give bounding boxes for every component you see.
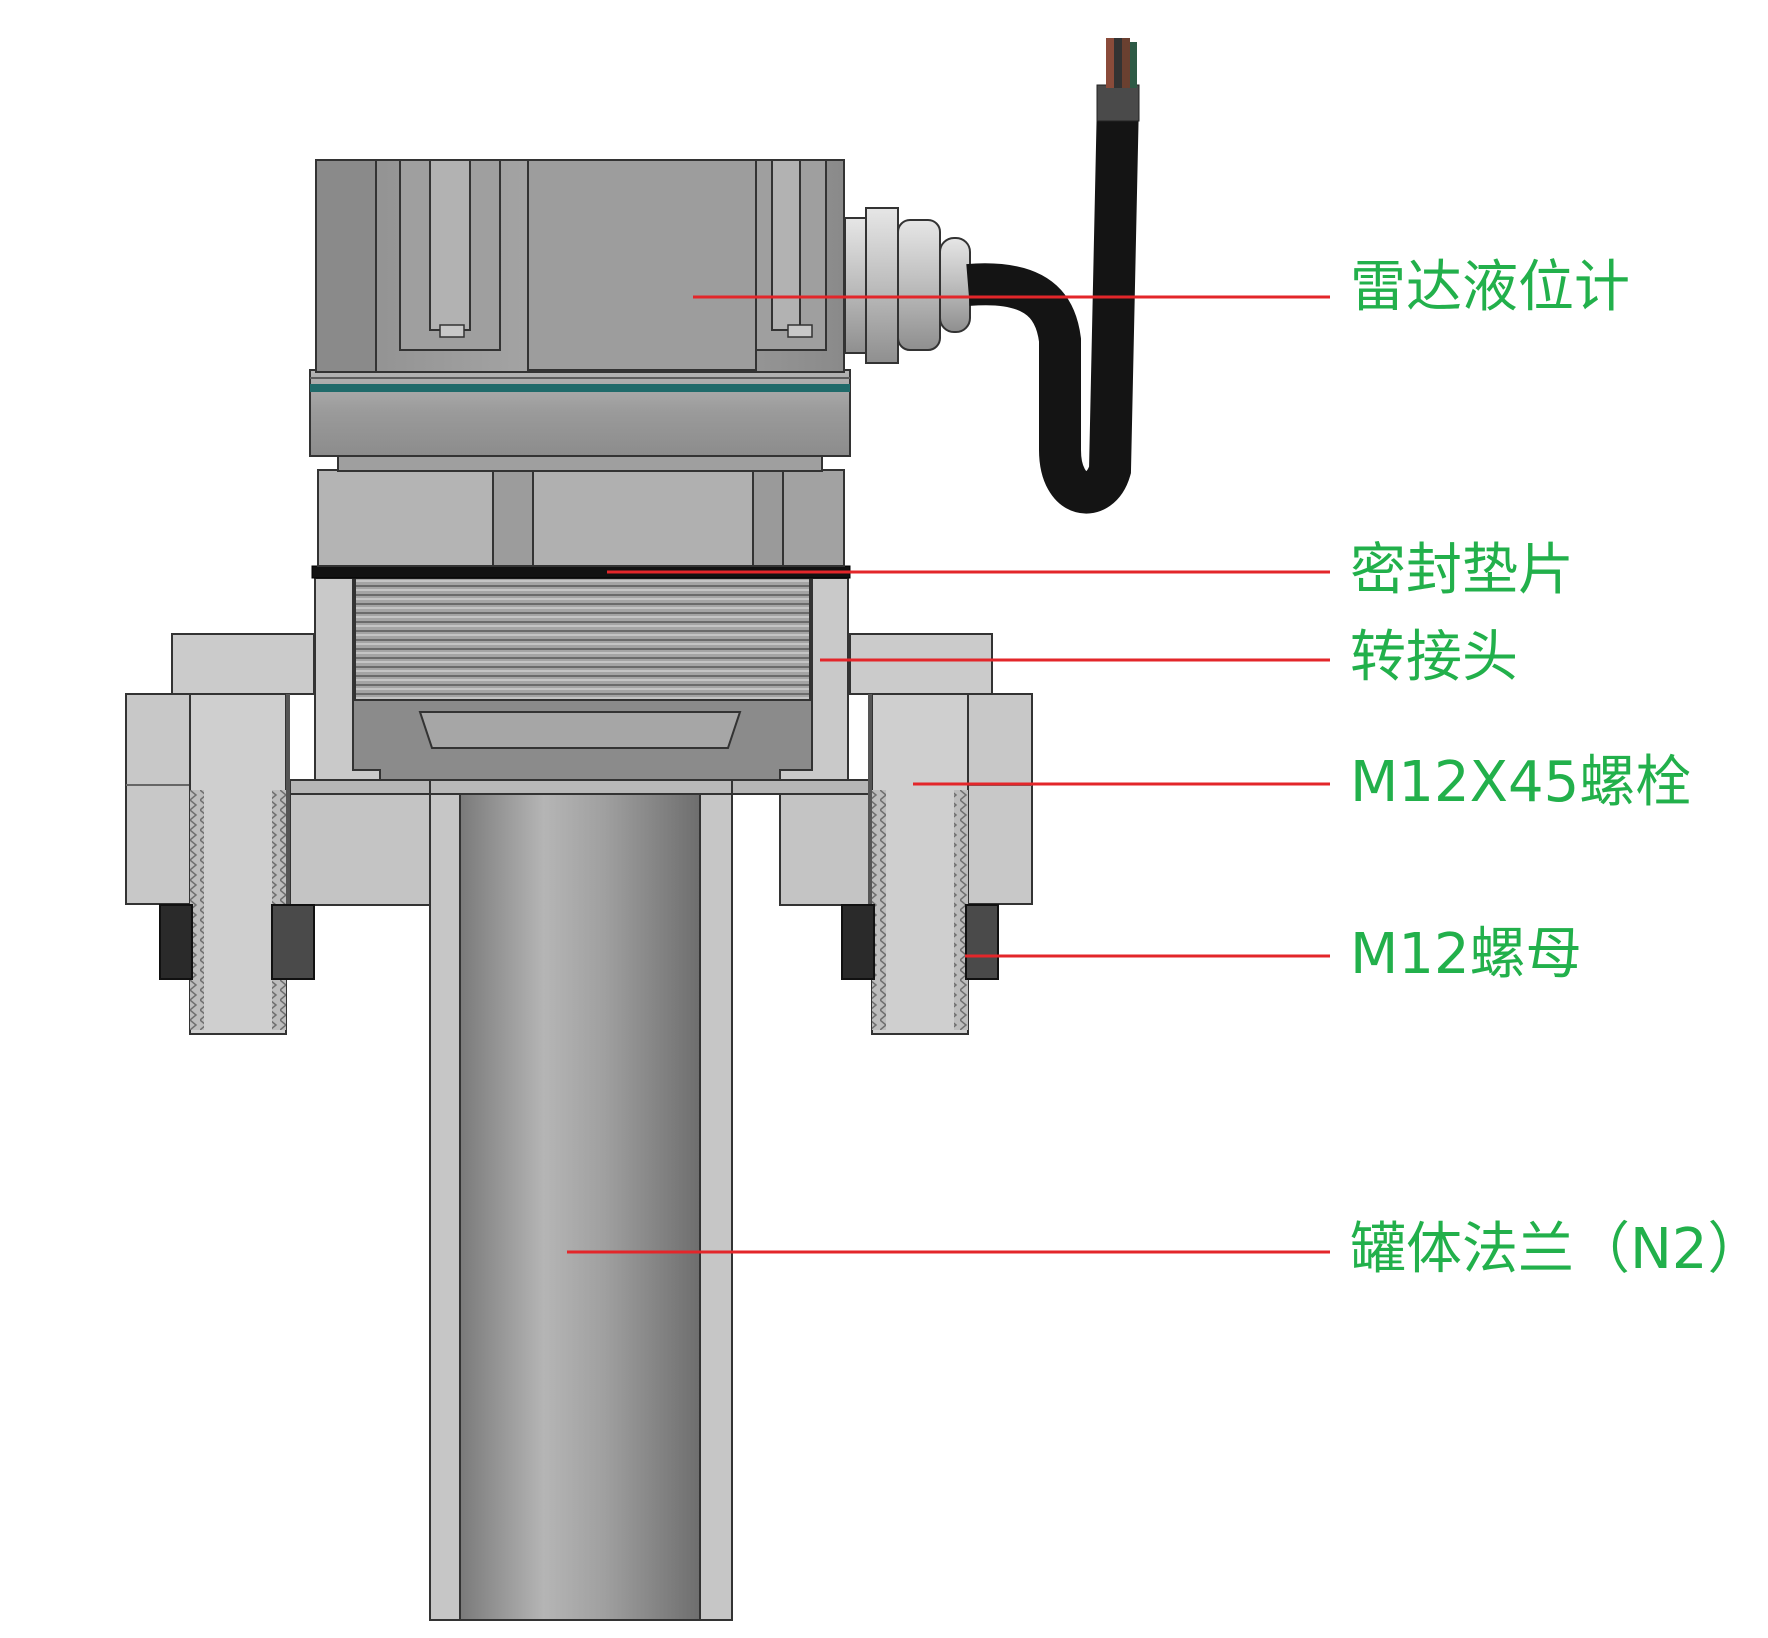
label-radar-level-gauge: 雷达液位计: [1350, 255, 1630, 320]
cable-gland: [844, 207, 971, 364]
radar-gauge-housing: [315, 159, 845, 373]
gauge-hex-nut: [317, 469, 845, 567]
signal-cable: [966, 38, 1140, 514]
bolt-right: [868, 693, 1033, 1035]
nut-left: [159, 904, 315, 980]
adapter-shoulders: [171, 633, 993, 695]
label-sealing-gasket: 密封垫片: [1350, 538, 1574, 603]
label-tank-flange-n2: 罐体法兰（N2）: [1350, 1217, 1764, 1282]
label-m12x45-bolt: M12X45螺栓: [1350, 750, 1692, 815]
leader-lines: [567, 295, 1330, 1254]
label-adapter: 转接头: [1350, 625, 1518, 690]
seal-ring: [310, 384, 850, 392]
label-m12-nut: M12螺母: [1350, 922, 1582, 987]
gauge-lower-band: [309, 369, 851, 457]
tank-flange: [289, 779, 899, 1621]
gauge-neck: [337, 454, 823, 472]
bolt-left: [125, 693, 290, 1035]
adapter-fitting: [314, 577, 849, 795]
nut-right: [841, 904, 999, 980]
